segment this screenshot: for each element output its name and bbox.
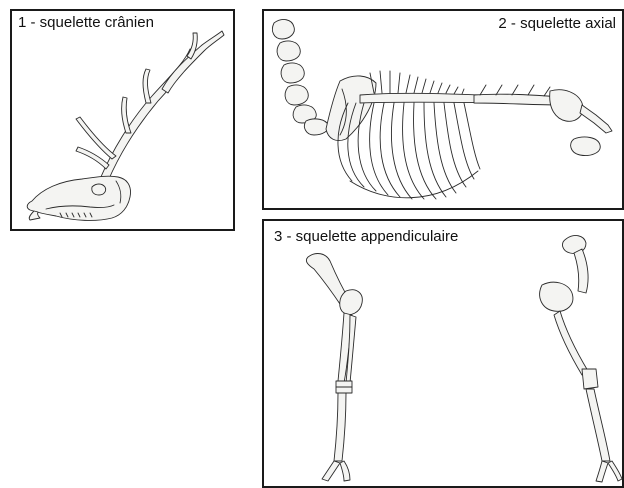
- hindlimb-drawing: [540, 236, 622, 482]
- cervical-vertebrae-drawing: [272, 20, 328, 135]
- axial-skeleton-illustration: [264, 11, 622, 208]
- lumbar-sacrum-tail-drawing: [474, 85, 612, 156]
- axial-skeleton-panel: 2 - squelette axial: [262, 9, 624, 210]
- scapula-drawing: [326, 76, 376, 141]
- antler-drawing: [76, 31, 224, 181]
- skull-drawing: [27, 176, 130, 220]
- appendicular-skeleton-panel: 3 - squelette appendiculaire: [262, 219, 624, 488]
- skull-antler-illustration: [12, 11, 233, 229]
- appendicular-skeleton-illustration: [264, 221, 622, 486]
- cranial-skeleton-panel: 1 - squelette crânien: [10, 9, 235, 231]
- forelimb-drawing: [306, 254, 362, 481]
